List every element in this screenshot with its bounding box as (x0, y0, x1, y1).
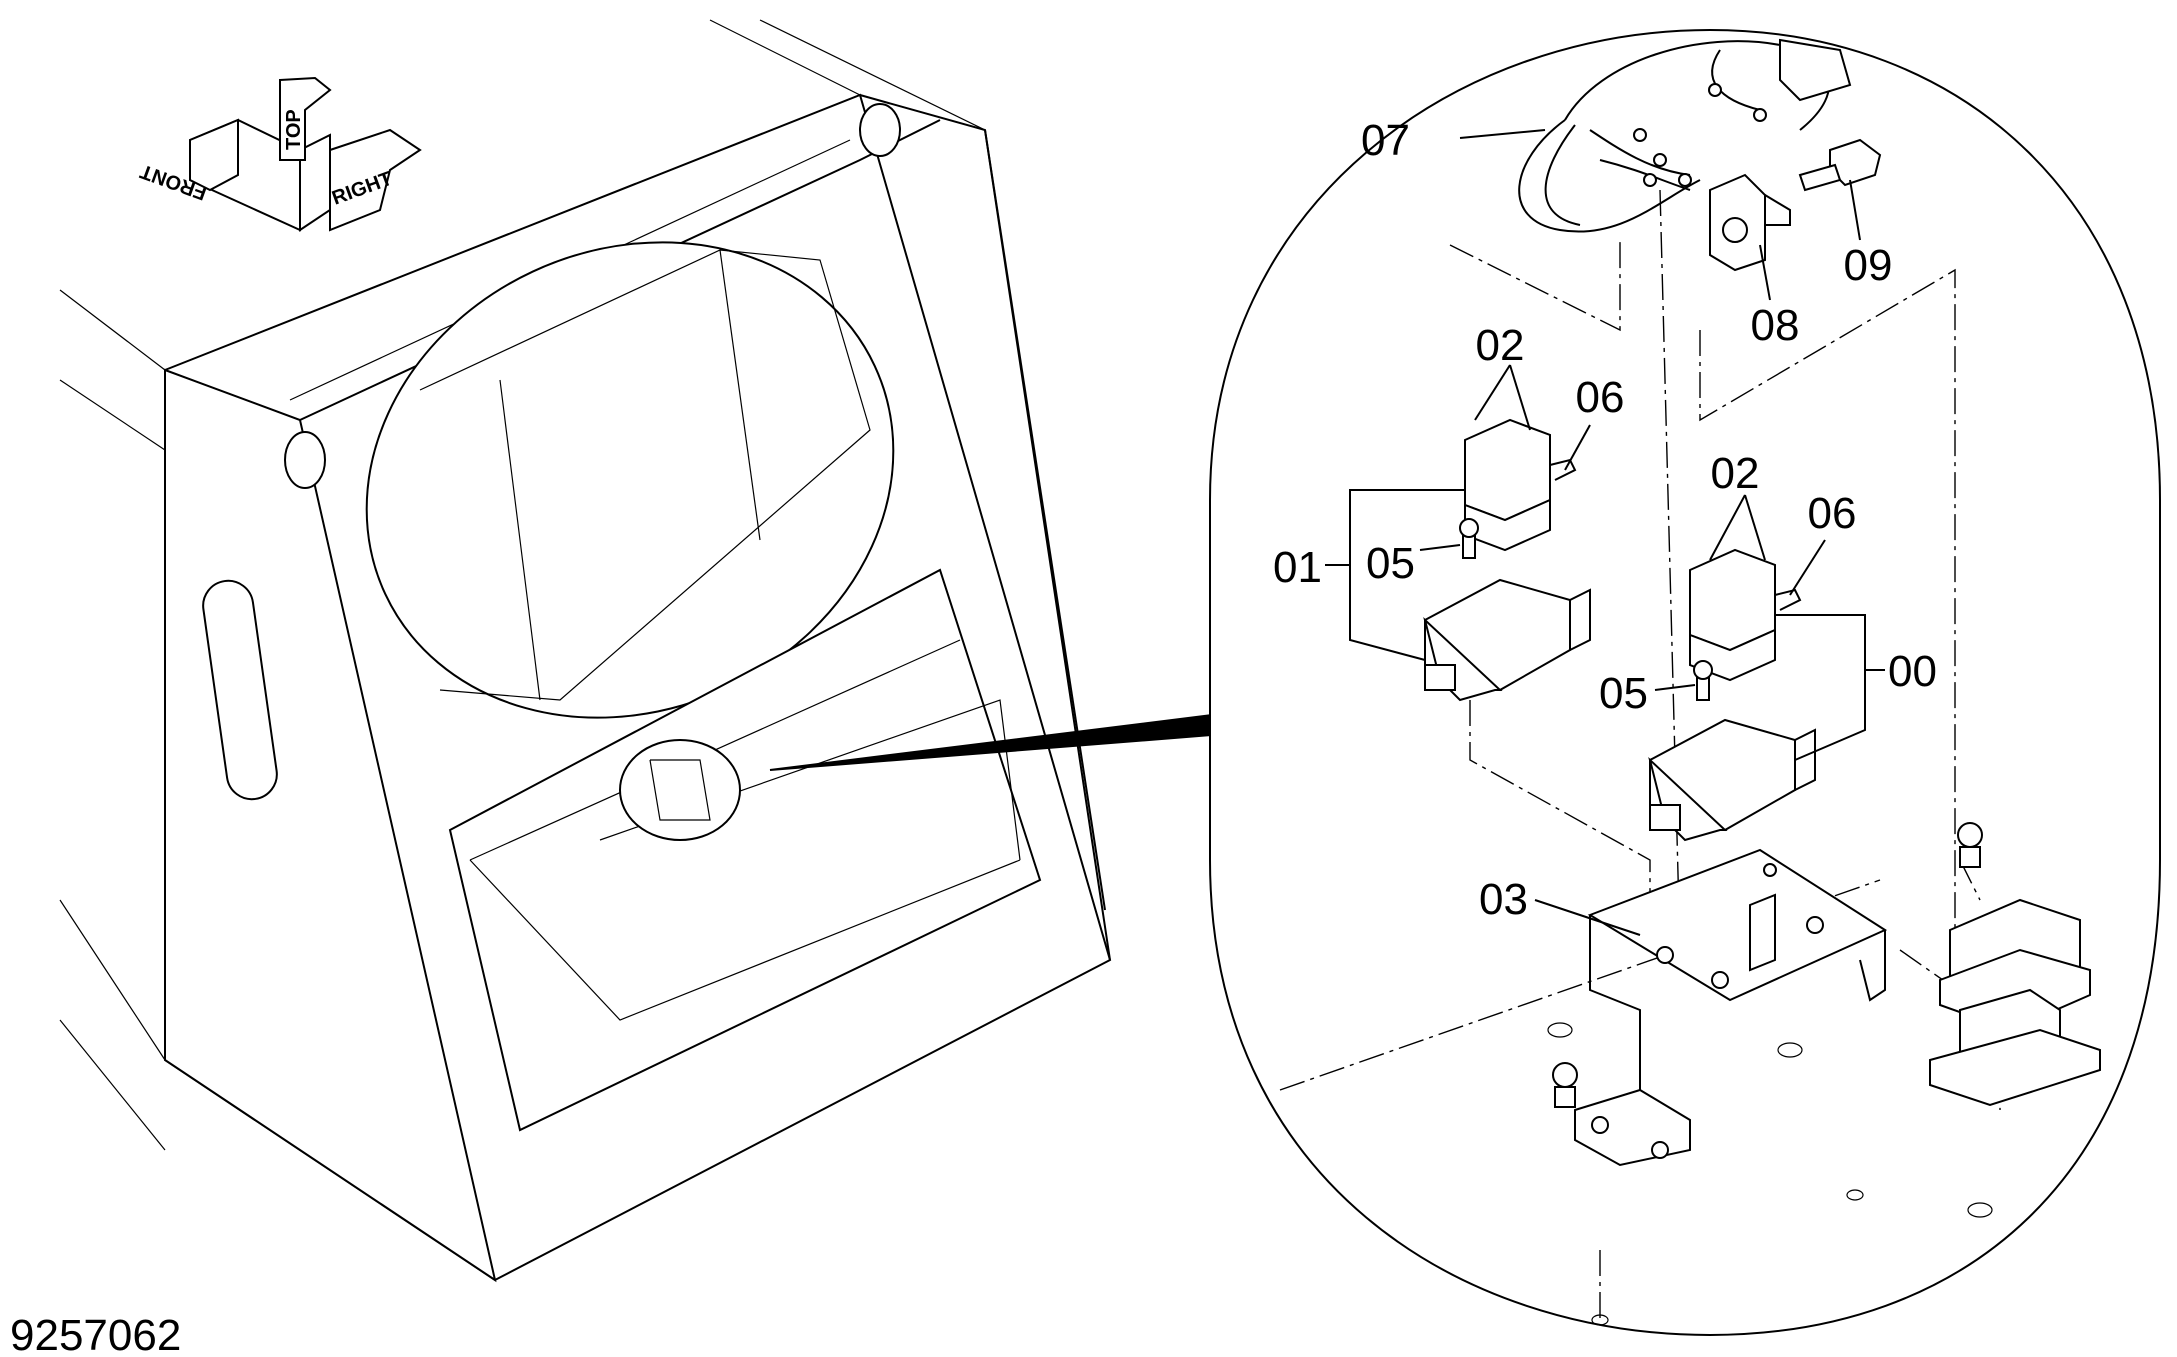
callout-02-lower: 02 (1711, 449, 1760, 498)
orientation-indicator: FRONT TOP RIGHT (137, 76, 422, 232)
callout-00: 00 (1888, 647, 1937, 696)
bolt-09 (1798, 138, 1882, 192)
callout-06-upper: 06 (1576, 373, 1625, 422)
mounting-bracket-03 (1574, 848, 1888, 1167)
drawing-number: 9257062 (10, 1311, 181, 1357)
callout-09: 09 (1844, 241, 1893, 290)
callout-02-upper: 02 (1476, 321, 1525, 370)
rubber-mount (1552, 822, 2101, 1108)
callout-05-upper: 05 (1366, 539, 1415, 588)
callout-05-lower: 05 (1599, 669, 1648, 718)
relay-location-circle (619, 739, 741, 841)
relay-upper (1423, 418, 1591, 702)
cab-frame (59, 19, 1112, 1283)
bracket-08 (1709, 173, 1791, 272)
callout-labels: 07 09 08 02 06 01 05 02 06 05 00 03 (1273, 116, 1937, 924)
callout-08: 08 (1751, 301, 1800, 350)
wiring-harness (1518, 38, 1852, 233)
detail-view-border (1209, 28, 2161, 1337)
callout-07: 07 (1361, 116, 1410, 165)
callout-06-lower: 06 (1808, 489, 1857, 538)
callout-03: 03 (1479, 875, 1528, 924)
detail-view: 07 09 08 02 06 01 05 02 06 05 00 03 (1209, 28, 2161, 1337)
relay-lower (1648, 548, 1816, 842)
orientation-top-label: TOP (283, 109, 305, 150)
floor-holes (1547, 1022, 1993, 1326)
callout-01: 01 (1273, 543, 1322, 592)
leader-lines (1325, 129, 1885, 936)
